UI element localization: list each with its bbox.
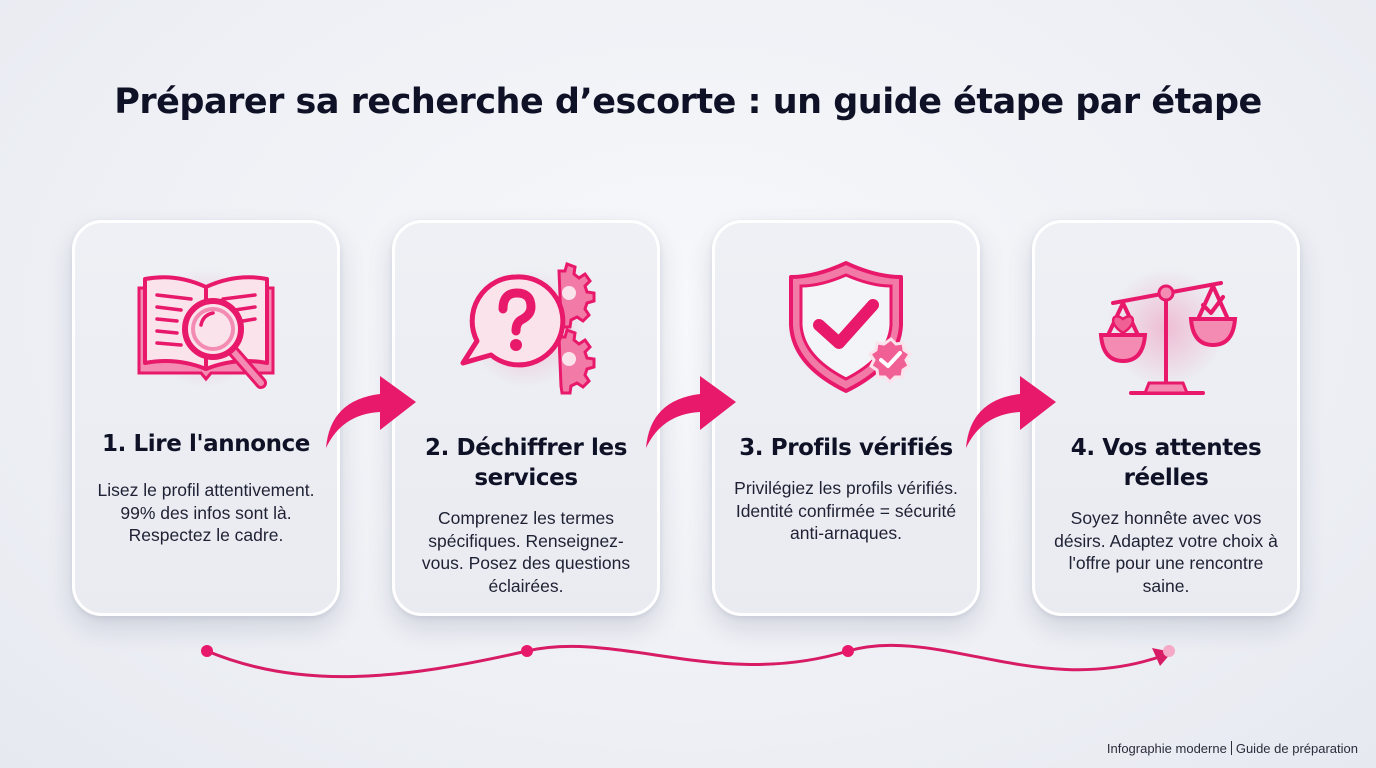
- step-card-4: 4. Vos attentes réelles Soyez honnête av…: [1032, 220, 1300, 616]
- step-description: Comprenez les termes spécifiques. Rensei…: [421, 508, 631, 596]
- book-magnifier-icon: [131, 253, 281, 403]
- footer-divider: [1230, 741, 1232, 755]
- next-arrow-icon: [326, 376, 416, 448]
- question-bubble-gears-icon: [451, 253, 601, 403]
- page-title: Préparer sa recherche d’escorte : un gui…: [114, 82, 1262, 122]
- timeline-dot: [842, 645, 854, 657]
- timeline-dot: [201, 645, 213, 657]
- footer-right: Guide de préparation: [1235, 741, 1358, 756]
- footer-caption: Infographie moderne Guide de préparation: [1107, 741, 1358, 756]
- step-card-1: 1. Lire l'annonce Lisez le profil attent…: [72, 220, 340, 616]
- timeline-dot: [1163, 645, 1175, 657]
- shield-check-icon: [771, 253, 921, 403]
- step-title: 4. Vos attentes réelles: [1070, 435, 1262, 491]
- step-description: Privilégiez les profils vérifiés. Identi…: [734, 478, 958, 543]
- step-description: Lisez le profil attentivement. 99% des i…: [97, 480, 315, 545]
- next-arrow-icon: [966, 376, 1056, 448]
- next-arrow-icon: [646, 376, 736, 448]
- step-card-2: 2. Déchiffrer les services Comprenez les…: [392, 220, 660, 616]
- footer-left: Infographie moderne: [1106, 741, 1227, 756]
- step-title: 1. Lire l'annonce: [101, 431, 311, 457]
- timeline-dot: [521, 645, 533, 657]
- step-card-3: 3. Profils vérifiés Privilégiez les prof…: [712, 220, 980, 616]
- step-description: Soyez honnête avec vos désirs. Adaptez v…: [1054, 508, 1278, 596]
- balance-scale-icon: [1091, 253, 1241, 403]
- step-title: 2. Déchiffrer les services: [424, 435, 627, 491]
- step-title: 3. Profils vérifiés: [739, 435, 953, 461]
